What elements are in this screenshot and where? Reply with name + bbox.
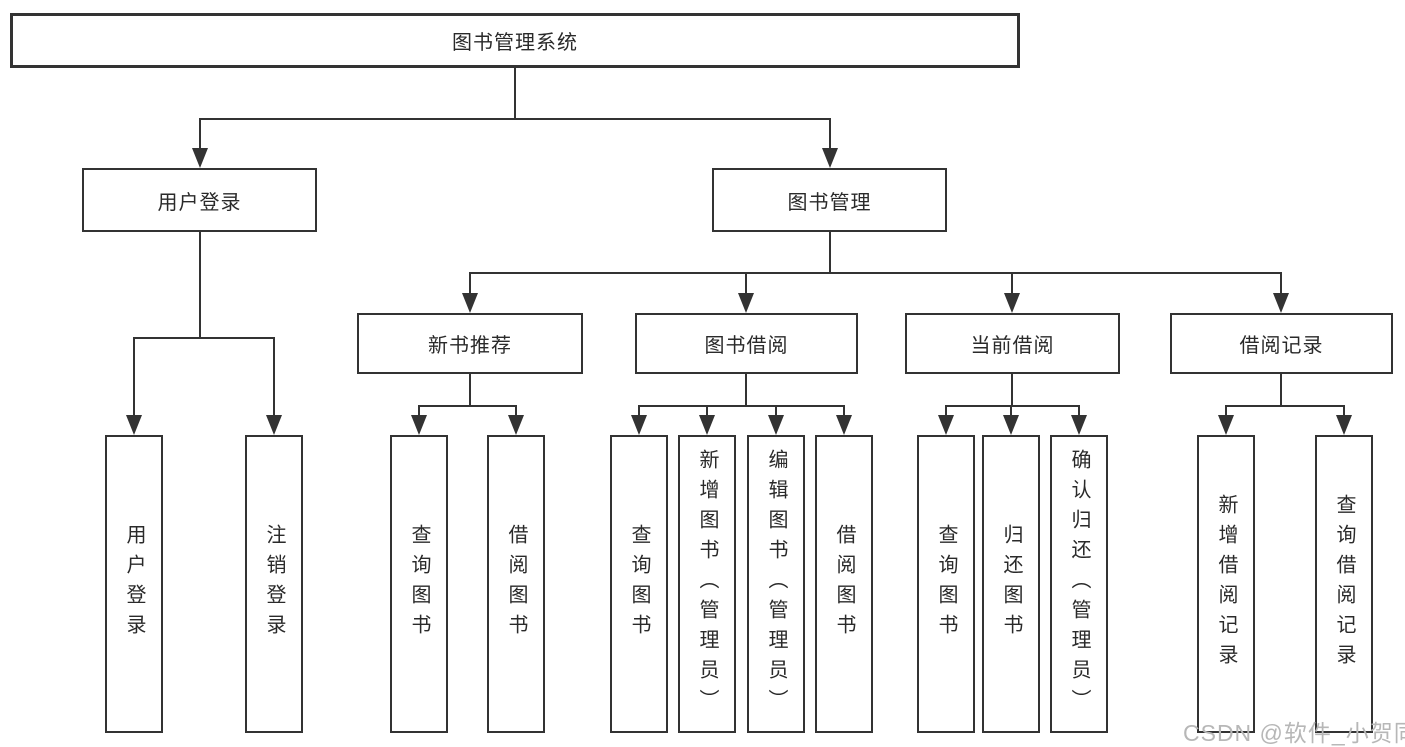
connector-line bbox=[638, 405, 845, 407]
connector-line bbox=[514, 68, 516, 119]
connector-line bbox=[829, 232, 831, 273]
connector-line bbox=[469, 374, 471, 406]
leaf-add-books-admin: 新增图书（管理员） bbox=[678, 435, 736, 733]
csdn-watermark: CSDN @软件_小贺同学 bbox=[1183, 720, 1405, 746]
connector-line bbox=[1343, 405, 1345, 417]
arrow-down-icon bbox=[1336, 415, 1352, 435]
leaf-borrow-books: 借阅图书 bbox=[815, 435, 873, 733]
leaf-query-borrow-record: 查询借阅记录 bbox=[1315, 435, 1373, 733]
connector-line bbox=[1011, 374, 1013, 406]
arrow-down-icon bbox=[631, 415, 647, 435]
connector-line bbox=[515, 405, 517, 417]
arrow-down-icon bbox=[1273, 293, 1289, 313]
arrow-down-icon bbox=[192, 148, 208, 168]
connector-line bbox=[1280, 374, 1282, 406]
leaf-query-books: 查询图书 bbox=[390, 435, 448, 733]
connector-line bbox=[273, 337, 275, 417]
node-book-management: 图书管理 bbox=[712, 168, 947, 232]
connector-line bbox=[1225, 405, 1227, 417]
connector-line bbox=[1225, 405, 1345, 407]
node-book-borrow: 图书借阅 bbox=[635, 313, 858, 374]
arrow-down-icon bbox=[508, 415, 524, 435]
connector-line bbox=[199, 232, 201, 338]
arrow-down-icon bbox=[822, 148, 838, 168]
arrow-down-icon bbox=[411, 415, 427, 435]
leaf-query-books: 查询图书 bbox=[610, 435, 668, 733]
leaf-user-login: 用户登录 bbox=[105, 435, 163, 733]
leaf-add-borrow-record: 新增借阅记录 bbox=[1197, 435, 1255, 733]
connector-line bbox=[469, 272, 471, 295]
connector-line bbox=[829, 118, 831, 154]
connector-line bbox=[199, 118, 831, 120]
arrow-down-icon bbox=[1004, 293, 1020, 313]
arrow-down-icon bbox=[462, 293, 478, 313]
connector-line bbox=[1011, 272, 1013, 295]
connector-line bbox=[706, 405, 708, 417]
leaf-edit-books-admin: 编辑图书（管理员） bbox=[747, 435, 805, 733]
arrow-down-icon bbox=[1003, 415, 1019, 435]
leaf-return-books: 归还图书 bbox=[982, 435, 1040, 733]
arrow-down-icon bbox=[768, 415, 784, 435]
arrow-down-icon bbox=[699, 415, 715, 435]
arrow-down-icon bbox=[1071, 415, 1087, 435]
connector-line bbox=[133, 337, 275, 339]
arrow-down-icon bbox=[266, 415, 282, 435]
connector-line bbox=[469, 272, 1282, 274]
leaf-logout: 注销登录 bbox=[245, 435, 303, 733]
connector-line bbox=[945, 405, 1080, 407]
connector-line bbox=[775, 405, 777, 417]
node-library-management-system: 图书管理系统 bbox=[10, 13, 1020, 68]
arrow-down-icon bbox=[126, 415, 142, 435]
node-current-borrow: 当前借阅 bbox=[905, 313, 1120, 374]
arrow-down-icon bbox=[738, 293, 754, 313]
node-new-book-recommend: 新书推荐 bbox=[357, 313, 583, 374]
connector-line bbox=[843, 405, 845, 417]
connector-line bbox=[745, 374, 747, 406]
leaf-confirm-return-admin: 确认归还（管理员） bbox=[1050, 435, 1108, 733]
node-borrow-records: 借阅记录 bbox=[1170, 313, 1393, 374]
connector-line bbox=[1010, 405, 1012, 417]
arrow-down-icon bbox=[938, 415, 954, 435]
connector-line bbox=[133, 337, 135, 417]
connector-line bbox=[199, 118, 201, 154]
connector-line bbox=[1280, 272, 1282, 295]
connector-line bbox=[745, 272, 747, 295]
connector-line bbox=[418, 405, 517, 407]
connector-line bbox=[638, 405, 640, 417]
leaf-query-books: 查询图书 bbox=[917, 435, 975, 733]
connector-line bbox=[945, 405, 947, 417]
connector-line bbox=[1078, 405, 1080, 417]
connector-line bbox=[418, 405, 420, 417]
arrow-down-icon bbox=[836, 415, 852, 435]
arrow-down-icon bbox=[1218, 415, 1234, 435]
leaf-borrow-books: 借阅图书 bbox=[487, 435, 545, 733]
node-user-login: 用户登录 bbox=[82, 168, 317, 232]
